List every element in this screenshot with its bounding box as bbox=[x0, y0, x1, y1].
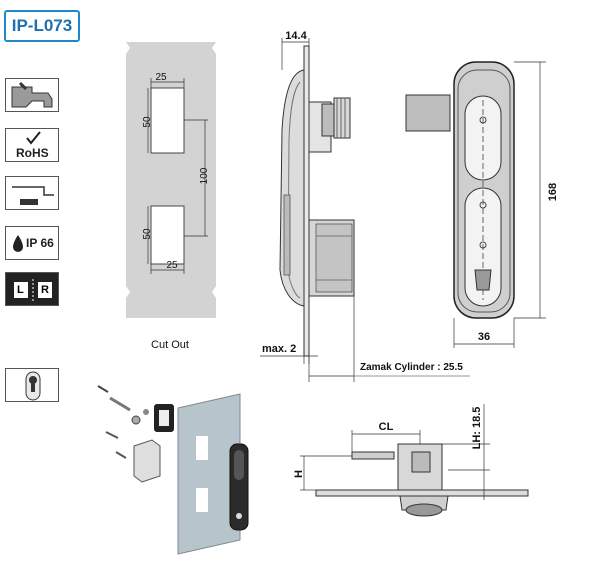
ip66-icon: IP 66 bbox=[5, 226, 59, 260]
front-width-dim: 36 bbox=[478, 331, 490, 343]
side-depth-dim: 14.4 bbox=[285, 30, 307, 42]
product-code-badge: IP-L073 bbox=[4, 10, 80, 42]
cutout-view bbox=[126, 42, 216, 318]
cylinder-icon bbox=[5, 368, 59, 402]
side-view bbox=[260, 38, 470, 382]
detail-view bbox=[300, 404, 529, 517]
detail-h-dim: H bbox=[293, 470, 305, 478]
front-view bbox=[405, 61, 546, 348]
cutout-caption: Cut Out bbox=[151, 339, 189, 351]
mounting-profile-icon bbox=[5, 78, 59, 112]
cutout-width-top: 25 bbox=[155, 72, 167, 83]
ip66-label: IP 66 bbox=[26, 236, 54, 250]
cutout-width-bottom: 25 bbox=[166, 260, 178, 271]
rohs-icon: RoHS bbox=[5, 128, 59, 162]
left-right-icon: L R bbox=[5, 272, 59, 306]
panel-step-icon bbox=[5, 176, 59, 210]
detail-lh-dim: LH: 18.5 bbox=[471, 407, 483, 450]
right-label: R bbox=[41, 284, 49, 296]
front-height-dim: 168 bbox=[547, 183, 559, 201]
cutout-height-bottom: 50 bbox=[142, 228, 153, 240]
cutout-height-top: 50 bbox=[142, 116, 153, 128]
exploded-view bbox=[97, 385, 249, 555]
rohs-label: RoHS bbox=[16, 146, 49, 160]
cutout-spacing: 100 bbox=[199, 167, 210, 184]
detail-cl-dim: CL bbox=[379, 421, 394, 433]
panel-max-dim: max. 2 bbox=[262, 343, 296, 355]
zamak-cylinder-note: Zamak Cylinder : 25.5 bbox=[360, 362, 463, 373]
left-label: L bbox=[17, 284, 24, 296]
